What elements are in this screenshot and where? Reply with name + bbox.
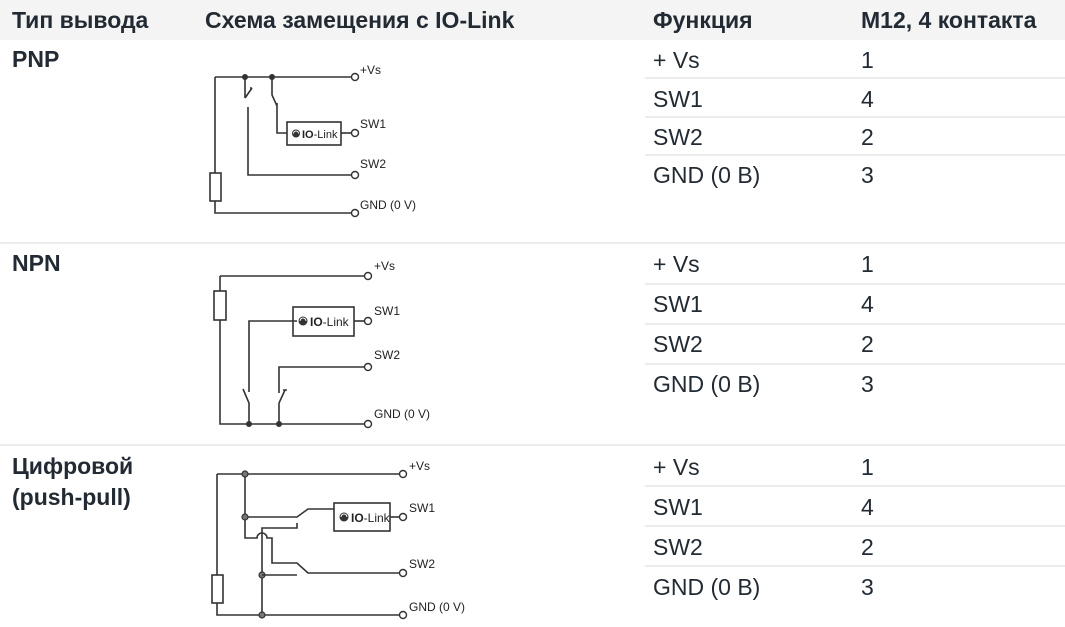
function-cell: + Vs [653, 454, 700, 480]
svg-text:SW2: SW2 [374, 348, 400, 362]
output-type-label: PNP [12, 46, 60, 72]
row-divider [0, 242, 1065, 244]
terminal-gnd [350, 208, 360, 218]
pin-cell: 2 [861, 124, 874, 150]
svg-text:+Vs: +Vs [409, 459, 430, 473]
header-function: Функция [653, 7, 753, 33]
output-type-line1: Цифровой [12, 453, 134, 479]
svg-text:GND (0 V): GND (0 V) [374, 407, 430, 421]
terminal-sw1 [350, 128, 360, 138]
function-cell: GND (0 B) [653, 162, 761, 188]
resistor-icon [213, 290, 227, 321]
terminal-vs [350, 72, 360, 82]
row-divider [645, 323, 1065, 325]
function-cell: GND (0 B) [653, 574, 761, 600]
header-pin: M12, 4 контакта [861, 7, 1037, 33]
output-type-label: Цифровой (push-pull) [12, 451, 133, 513]
svg-text:SW2: SW2 [409, 557, 435, 571]
terminal-vs [398, 469, 408, 479]
row-divider [645, 485, 1065, 487]
function-cell: SW1 [653, 86, 703, 112]
row-divider [0, 444, 1065, 446]
junction-dot [276, 421, 282, 427]
svg-text:SW1: SW1 [360, 117, 386, 131]
header-schema: Схема замещения с IO-Link [205, 7, 515, 33]
terminal-vs [363, 271, 373, 281]
pin-cell: 4 [861, 86, 874, 112]
terminal-sw2 [398, 568, 408, 578]
svg-text:+Vs: +Vs [374, 259, 395, 273]
pin-cell: 4 [861, 494, 874, 520]
output-type-label: NPN [12, 250, 61, 276]
junction-dot [241, 470, 249, 478]
junction-dot [258, 611, 266, 619]
svg-text:SW2: SW2 [360, 157, 386, 171]
svg-text:SW1: SW1 [409, 501, 435, 515]
terminal-gnd [363, 419, 373, 429]
pin-cell: 1 [861, 47, 874, 73]
svg-text:SW1: SW1 [374, 304, 400, 318]
svg-text:IO-Link: IO-Link [351, 511, 391, 525]
header-type: Тип вывода [12, 7, 149, 33]
terminal-sw1 [398, 512, 408, 522]
pin-cell: 2 [861, 534, 874, 560]
pin-cell: 4 [861, 291, 874, 317]
pin-cell: 3 [861, 162, 874, 188]
npn-circuit-diagram: IO-Link +Vs SW1 SW2 GND (0 V) [213, 259, 430, 429]
junction-dot [246, 421, 252, 427]
row-divider [645, 77, 1065, 79]
terminal-sw2 [350, 170, 360, 180]
function-cell: SW2 [653, 331, 703, 357]
output-type-line2: (push-pull) [12, 484, 131, 510]
svg-text:IO-Link: IO-Link [310, 315, 350, 329]
svg-text:GND (0 V): GND (0 V) [360, 198, 416, 212]
function-cell: GND (0 B) [653, 371, 761, 397]
row-divider [645, 116, 1065, 118]
pin-cell: 1 [861, 454, 874, 480]
table-header: Тип вывода Схема замещения с IO-Link Фун… [0, 0, 1065, 40]
terminal-gnd [398, 610, 408, 620]
pin-cell: 2 [861, 331, 874, 357]
row-divider [645, 363, 1065, 365]
svg-text:GND (0 V): GND (0 V) [409, 600, 465, 614]
junction-dot [241, 513, 249, 521]
row-divider [645, 525, 1065, 527]
function-cell: SW2 [653, 124, 703, 150]
function-cell: + Vs [653, 251, 700, 277]
pin-cell: 3 [861, 371, 874, 397]
resistor-icon [209, 172, 222, 202]
pnp-circuit-diagram: IO-Link +Vs SW1 SW2 GND (0 V) [209, 63, 416, 218]
push-pull-circuit-diagram: IO-Link +Vs SW1 SW2 GND (0 V) [211, 459, 465, 620]
function-cell: + Vs [653, 47, 700, 73]
row-divider [645, 154, 1065, 156]
function-cell: SW1 [653, 494, 703, 520]
pin-cell: 1 [861, 251, 874, 277]
svg-text:+Vs: +Vs [360, 63, 381, 77]
function-cell: SW2 [653, 534, 703, 560]
row-divider [645, 283, 1065, 285]
terminal-sw1 [363, 316, 373, 326]
svg-text:IO-Link: IO-Link [302, 129, 338, 141]
resistor-icon [211, 574, 224, 604]
function-cell: SW1 [653, 291, 703, 317]
pin-cell: 3 [861, 574, 874, 600]
row-divider [645, 565, 1065, 567]
terminal-sw2 [363, 362, 373, 372]
